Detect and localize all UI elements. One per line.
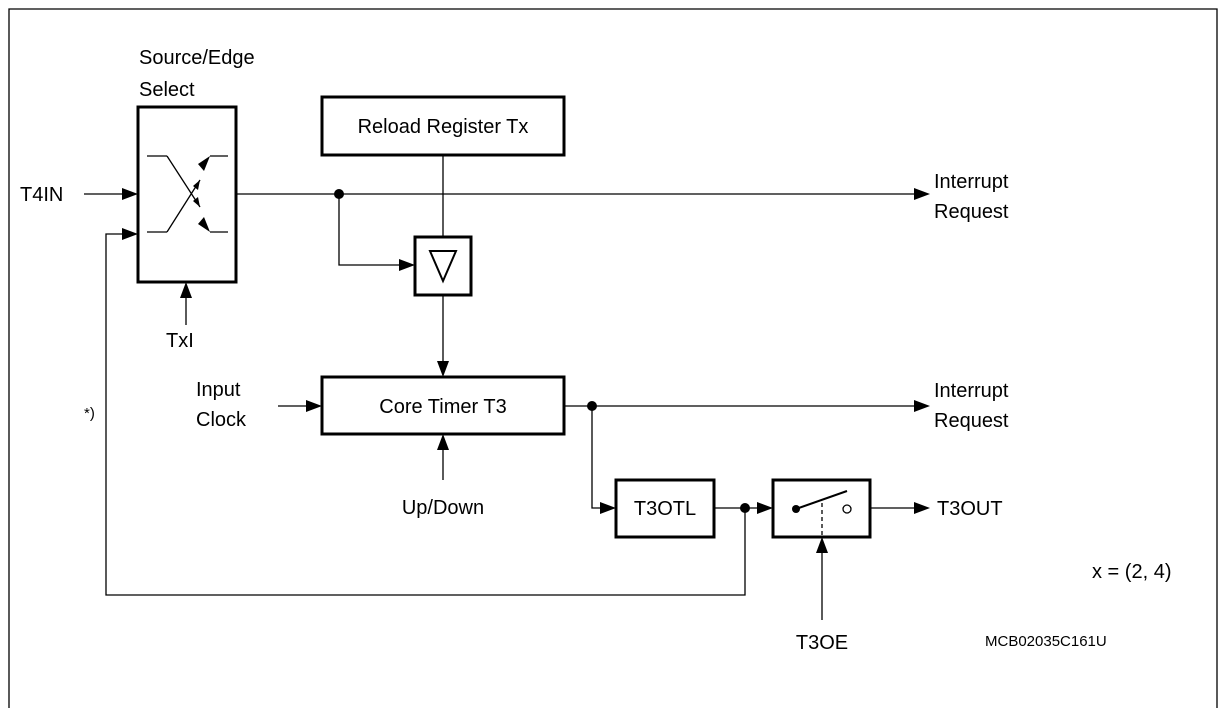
reload-register-block	[320, 95, 566, 157]
trigger-triangle-icon	[428, 250, 458, 284]
core-timer-block	[320, 375, 566, 436]
reload-trigger-block	[413, 235, 473, 297]
t3oe-arrow-icon	[816, 537, 828, 553]
source-edge-select-block	[136, 105, 238, 284]
txi-label: TxI	[166, 330, 194, 352]
t3oe-label: T3OE	[796, 632, 848, 654]
t3out-label: T3OUT	[937, 498, 1003, 520]
figure-border	[8, 8, 1218, 708]
x-values-label: x = (2, 4)	[1092, 561, 1171, 583]
source-edge-label-2: Select	[139, 79, 195, 101]
reload-to-core-arrow-icon	[437, 361, 449, 377]
output-switch-block	[771, 478, 872, 539]
t3out-arrow-icon	[914, 502, 930, 514]
input-clock-arrow-icon	[306, 400, 322, 412]
interrupt-top-label-1: Interrupt	[934, 171, 1009, 193]
input-clock-label-2: Clock	[196, 409, 247, 431]
t3otl-input-wire	[591, 406, 602, 509]
t4in-arrow-icon	[122, 188, 138, 200]
t3otl-label: T3OTL	[634, 498, 696, 520]
interrupt-mid-arrow-icon	[914, 400, 930, 412]
interrupt-top-label-2: Request	[934, 201, 1009, 223]
switch-icon	[792, 490, 852, 537]
up-down-label: Up/Down	[402, 497, 484, 519]
footnote-mark: *)	[84, 405, 95, 422]
feedback-wire	[105, 233, 746, 596]
switch-input-arrow-icon	[757, 502, 773, 514]
trigger-arrow-icon	[399, 259, 415, 271]
input-clock-label-1: Input	[196, 379, 241, 401]
interrupt-top-arrow-icon	[914, 188, 930, 200]
trigger-wire	[338, 194, 400, 266]
interrupt-mid-label-1: Interrupt	[934, 380, 1009, 402]
reload-register-label: Reload Register Tx	[358, 116, 529, 138]
t4in-label: T4IN	[20, 184, 63, 206]
feedback-arrow-icon	[122, 228, 138, 240]
figure-id-label: MCB02035C161U	[985, 633, 1107, 650]
t3otl-input-arrow-icon	[600, 502, 616, 514]
txi-arrow-icon	[180, 282, 192, 298]
source-edge-label-1: Source/Edge	[139, 47, 255, 69]
core-timer-label: Core Timer T3	[379, 396, 506, 418]
edge-select-switch-icon	[147, 155, 228, 233]
interrupt-mid-label-2: Request	[934, 410, 1009, 432]
up-down-arrow-icon	[437, 434, 449, 450]
